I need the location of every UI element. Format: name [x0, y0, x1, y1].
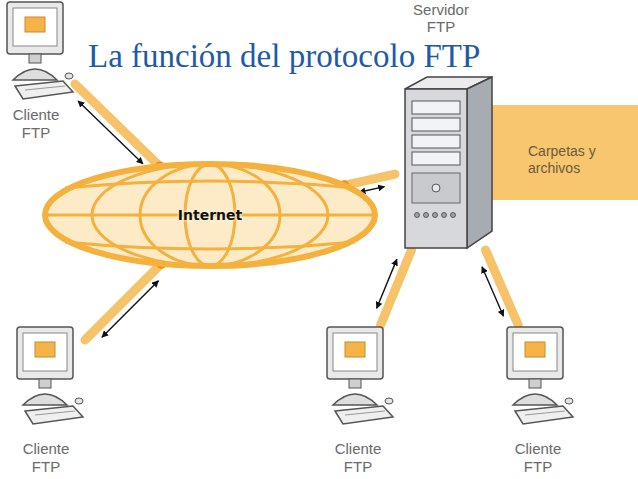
link-connector — [75, 84, 165, 171]
link-arrow — [359, 187, 384, 193]
link-arrow — [377, 259, 397, 308]
server-tower — [395, 75, 500, 250]
link-connector — [377, 250, 412, 325]
client-label: Cliente FTP — [7, 106, 65, 142]
server-label: Servidor FTP — [405, 1, 477, 35]
client-label: Cliente FTP — [17, 440, 75, 476]
computer-icon — [15, 325, 85, 425]
link-band — [75, 84, 160, 166]
link-connector — [482, 250, 518, 325]
ftp-client: Cliente FTP — [505, 325, 575, 425]
computer-icon — [5, 0, 75, 100]
internet-cloud: Internet — [40, 160, 380, 270]
link-band — [85, 264, 161, 340]
ftp-server: Servidor FTP — [395, 75, 500, 250]
computer-icon — [325, 325, 395, 425]
link-arrow — [482, 267, 503, 316]
diagram-title: La función del protocolo FTP — [88, 36, 480, 76]
link-connector — [85, 259, 166, 340]
network-label: Internet — [150, 206, 270, 224]
client-label: Cliente FTP — [329, 440, 387, 476]
link-band — [344, 174, 395, 185]
ftp-client: Cliente FTP — [325, 325, 395, 425]
link-arrow — [78, 101, 143, 164]
ftp-client: Cliente FTP — [5, 0, 75, 100]
client-label: Cliente FTP — [509, 440, 567, 476]
ftp-client: Cliente FTP — [15, 325, 85, 425]
link-arrow — [102, 281, 158, 337]
files-label: Carpetas y archivos — [528, 143, 628, 177]
files-box: Carpetas y archivos — [490, 105, 638, 200]
computer-icon — [505, 325, 575, 425]
